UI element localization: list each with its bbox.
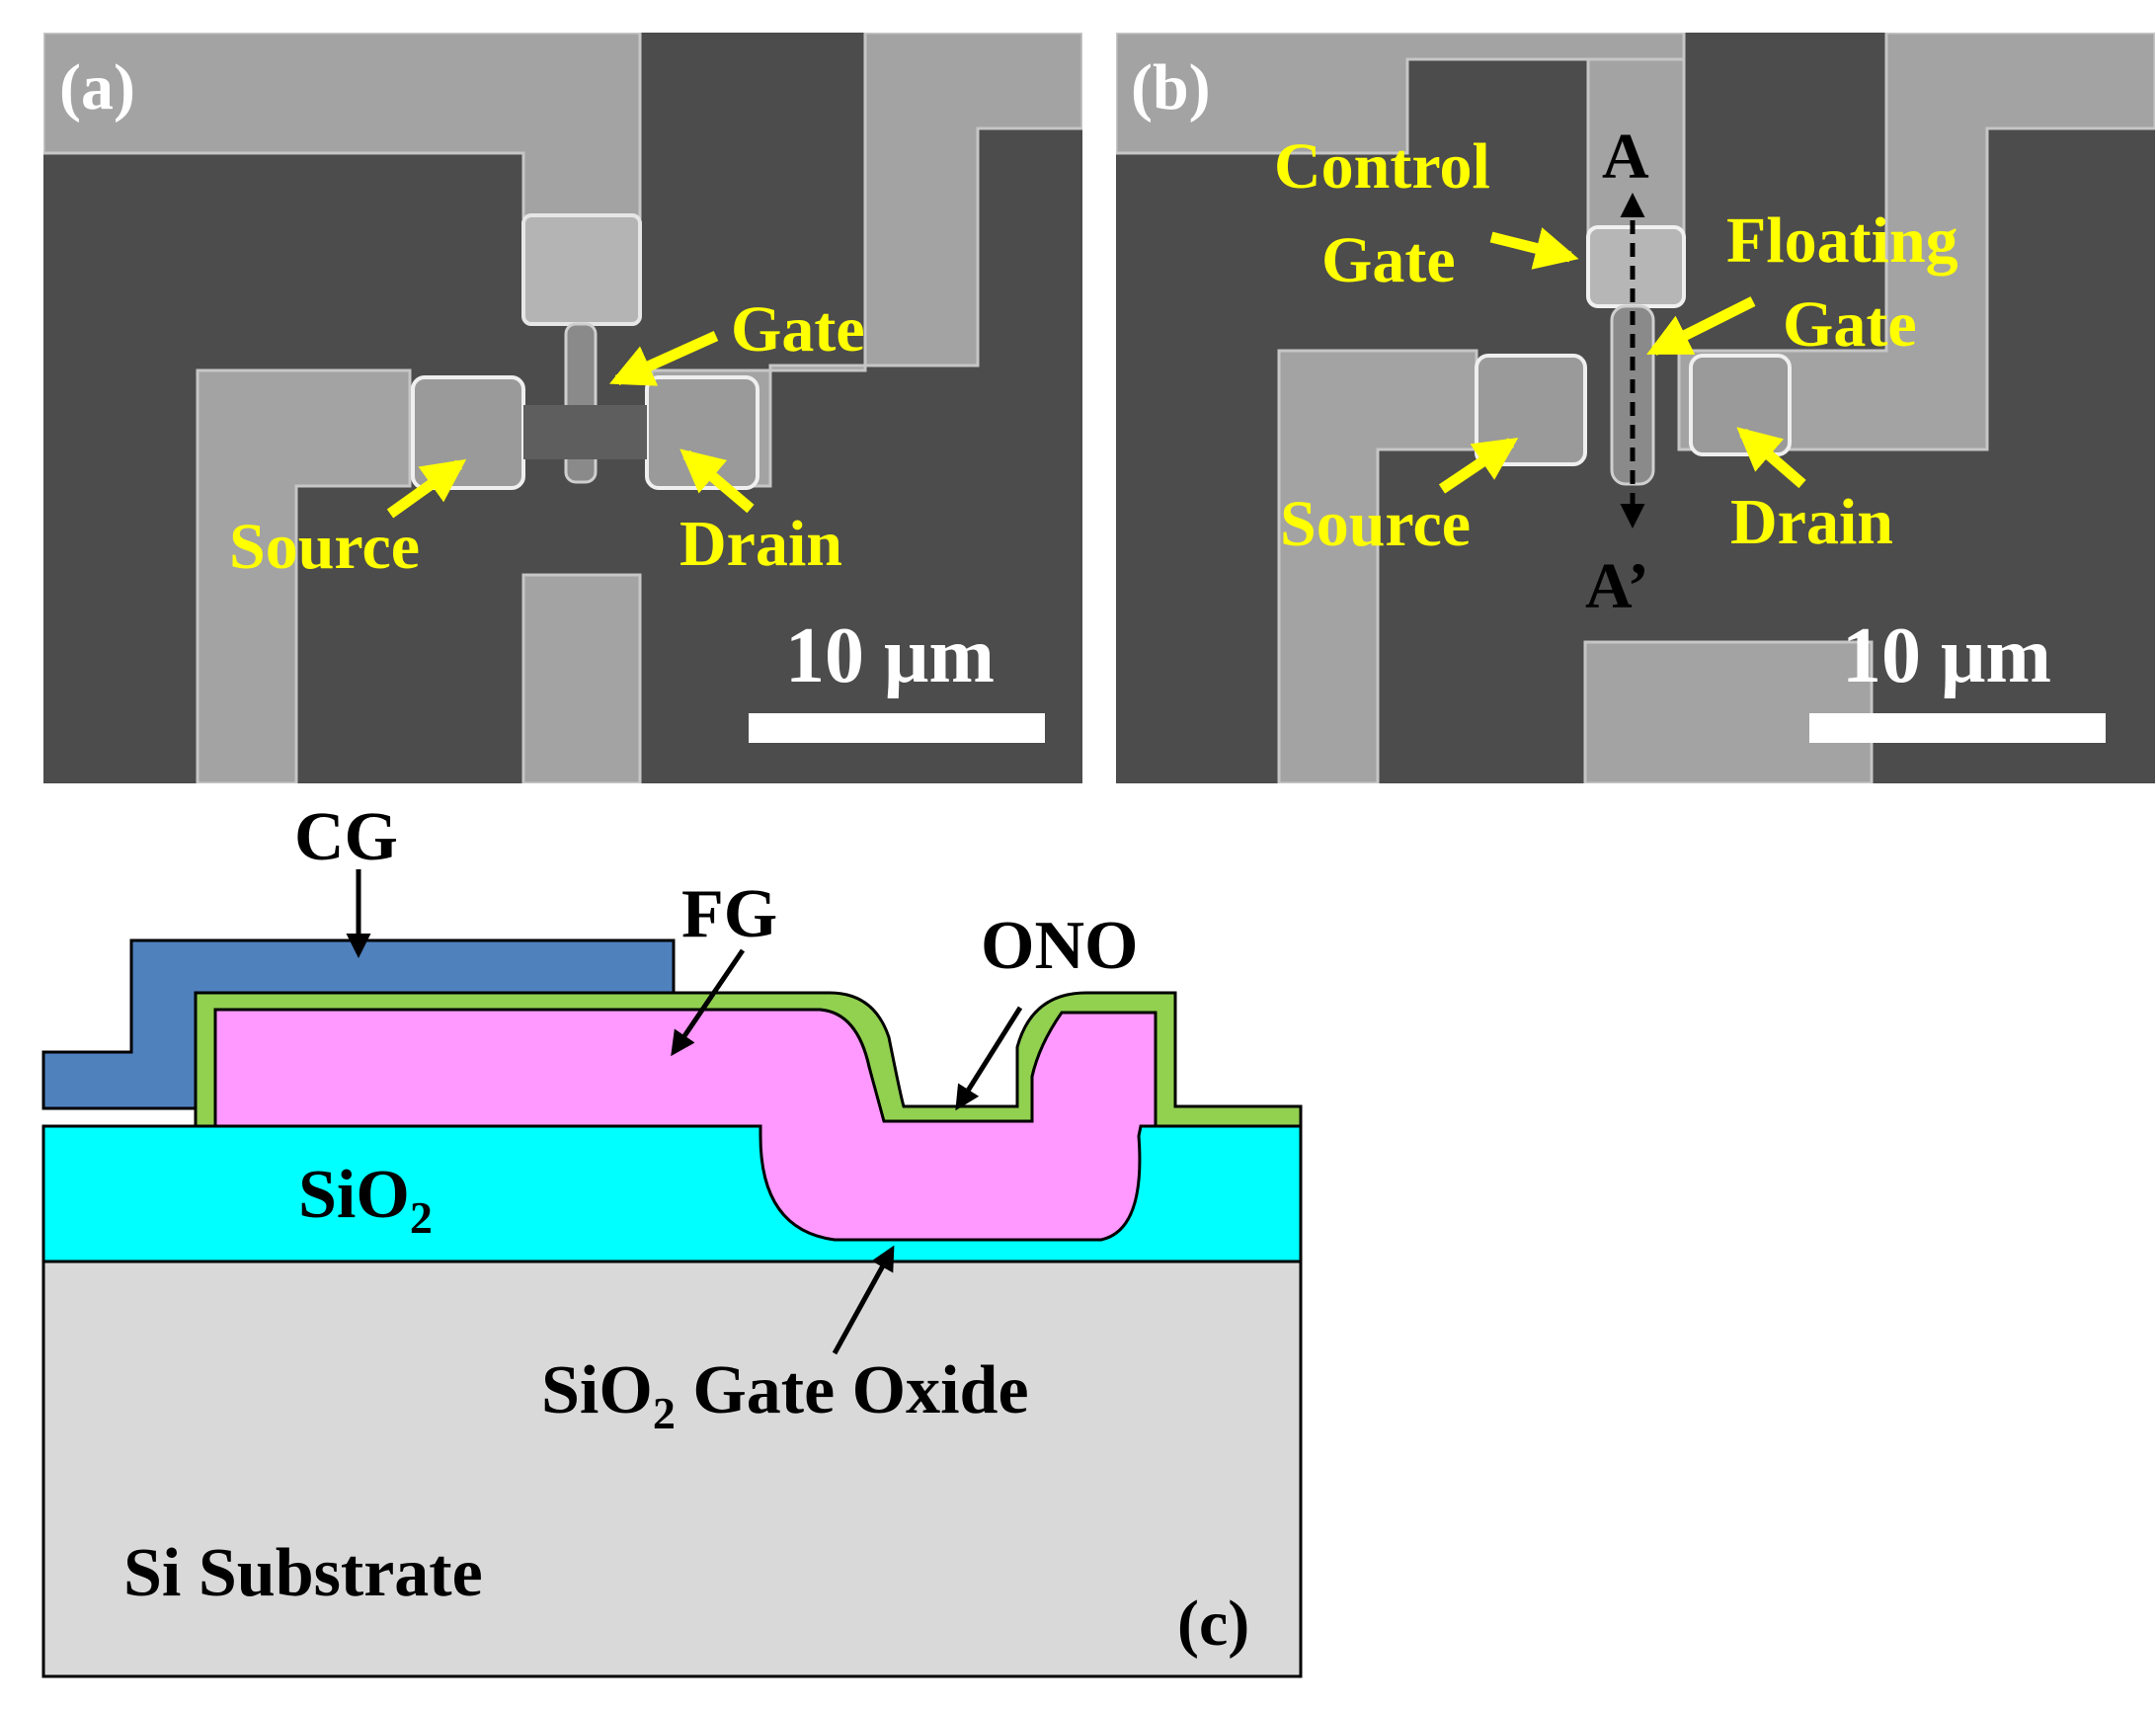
floating-gate-arrow <box>1646 296 1756 356</box>
source-pad-b <box>1475 354 1587 466</box>
drain-arrow <box>679 448 755 514</box>
panel-b: (b) Control Gate Floating Gate Source Dr… <box>1116 33 2155 783</box>
gate-label: Gate <box>731 293 865 366</box>
fg-label: FG <box>681 876 777 952</box>
left-trace <box>196 368 412 783</box>
drain-label: Drain <box>679 508 842 580</box>
control-gate-label-1: Control <box>1274 130 1490 203</box>
source-pad <box>411 375 525 490</box>
sio2-label-text: SiO <box>298 1157 410 1233</box>
panel-a-tag: (a) <box>59 51 135 123</box>
fg-arrow <box>671 948 746 1057</box>
drain-label-b: Drain <box>1730 486 1893 558</box>
cut-label-bottom: A’ <box>1585 550 1649 622</box>
gate-oxide-label-prefix: SiO <box>541 1352 653 1428</box>
source-label: Source <box>229 511 420 583</box>
cg-label: CG <box>294 799 398 875</box>
bottom-trace <box>521 573 642 783</box>
sio2-label-sub: 2 <box>410 1192 433 1243</box>
top-right-trace-b <box>1677 33 2155 451</box>
source-arrow <box>386 458 467 519</box>
top-right-trace <box>650 33 1082 488</box>
control-gate-arrow <box>1489 227 1579 270</box>
gate-arrow <box>608 330 719 386</box>
scale-bar-b <box>1809 713 2106 743</box>
channel <box>523 405 647 459</box>
metal-traces <box>43 33 1082 783</box>
scale-text-a: 10 μm <box>785 612 995 699</box>
source-label-b: Source <box>1280 488 1471 560</box>
control-gate-pad <box>1586 225 1686 308</box>
scale-bar-a <box>749 713 1045 743</box>
floating-gate-label-2: Gate <box>1783 288 1917 361</box>
panel-b-tag: (b) <box>1131 51 1211 123</box>
gate-pad <box>521 213 642 326</box>
ono-label: ONO <box>981 908 1138 984</box>
control-gate-label-2: Gate <box>1321 224 1456 296</box>
top-left-trace-b <box>1116 33 1686 155</box>
bottom-trace-b <box>1583 640 1874 783</box>
scale-text-b: 10 μm <box>1842 612 2051 699</box>
sio2-label: SiO2 <box>298 1157 433 1243</box>
panel-a: (a) Gate Source Drain 10 μm <box>43 33 1082 783</box>
ono-arrow <box>955 1006 1023 1111</box>
gate-oxide-label: SiO2 Gate Oxide <box>541 1352 1029 1438</box>
gate-oxide-label-suffix: Gate Oxide <box>676 1352 1029 1428</box>
left-trace-b <box>1277 349 1478 783</box>
floating-gate-shape <box>213 1008 1158 1242</box>
panel-c: CG FG ONO SiO2 SiO2 Gate Oxide Si Substr… <box>41 799 1303 1678</box>
cut-label-top: A <box>1602 121 1649 193</box>
substrate-label: Si Substrate <box>123 1535 483 1611</box>
gate-oxide-arrow <box>832 1245 895 1355</box>
source-arrow-b <box>1438 438 1519 494</box>
si-substrate-layer <box>41 1260 1303 1678</box>
floating-gate-label-1: Floating <box>1726 204 1958 277</box>
gate-oxide-label-sub: 2 <box>653 1388 676 1438</box>
metal-traces-b <box>1116 33 2155 783</box>
drain-pad-b <box>1689 354 1792 456</box>
drain-arrow-b <box>1736 427 1806 489</box>
panel-c-tag: (c) <box>1177 1587 1249 1660</box>
